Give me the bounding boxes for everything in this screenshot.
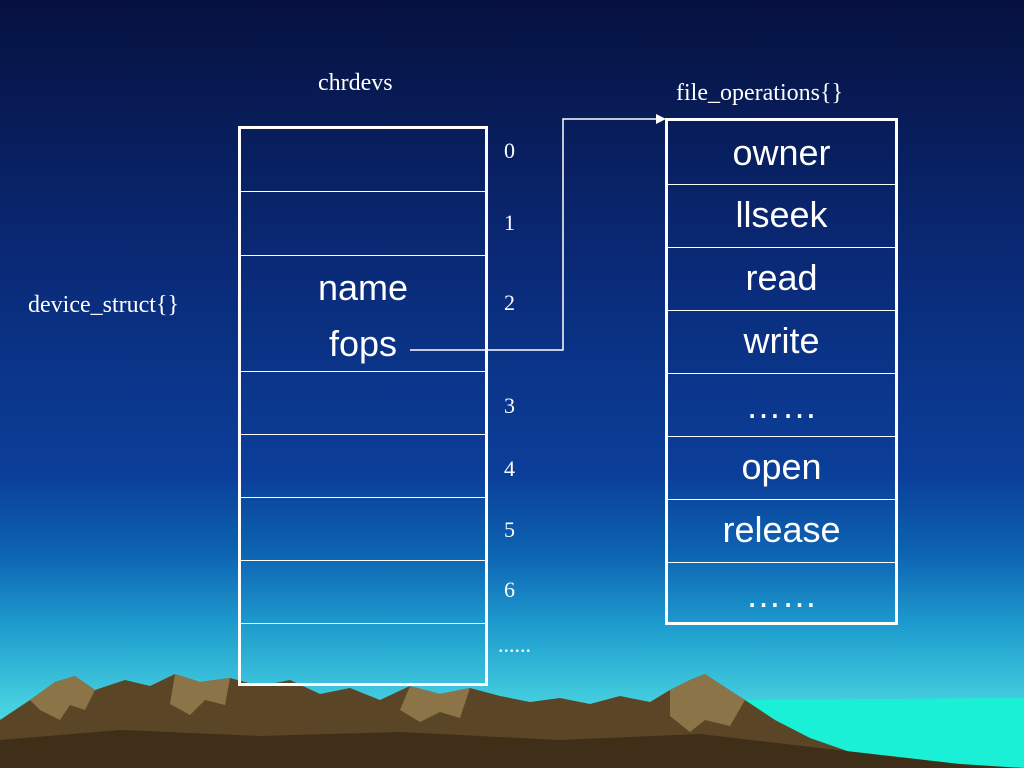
chrdevs-row-4 — [241, 435, 485, 498]
fops-row-write: write — [668, 311, 895, 374]
mountain-landscape — [0, 674, 1024, 768]
chrdevs-index-1: 1 — [504, 210, 515, 235]
chrdevs-row-0 — [241, 129, 485, 192]
mountain-highlights-2 — [170, 674, 230, 715]
mountain-highlights — [30, 676, 95, 720]
fops-field-open: open — [741, 446, 822, 487]
fops-row-ellipsis-2: …… — [668, 563, 895, 622]
chrdevs-table: name fops — [238, 126, 488, 686]
chrdevs-index-0: 0 — [504, 138, 515, 163]
chrdevs-row-7 — [241, 624, 485, 683]
fops-field-ellipsis-2: …… — [745, 574, 818, 615]
fops-field-read: read — [745, 257, 818, 298]
mountain-highlights-3 — [400, 686, 470, 722]
file-operations-title: file_operations{} — [676, 80, 843, 106]
fops-field-write: write — [743, 320, 820, 361]
chrdevs-row-3 — [241, 372, 485, 435]
fops-field-ellipsis-1: …… — [745, 385, 818, 426]
chrdevs-index-more: ...... — [498, 632, 531, 657]
fops-row-llseek: llseek — [668, 185, 895, 248]
file-operations-table: owner llseek read write …… open release … — [665, 118, 898, 625]
chrdevs-row-5 — [241, 498, 485, 561]
fops-row-release: release — [668, 500, 895, 563]
chrdevs-index-4: 4 — [504, 456, 515, 481]
fops-row-read: read — [668, 248, 895, 311]
chrdevs-row-1 — [241, 192, 485, 256]
device-name-field: name — [317, 267, 409, 308]
device-fops-field: fops — [328, 323, 398, 364]
fops-row-open: open — [668, 437, 895, 500]
fops-row-owner: owner — [668, 121, 895, 185]
chrdevs-row-2: name fops — [241, 256, 485, 372]
chrdevs-index-6: 6 — [504, 577, 515, 602]
device-struct-title: device_struct{} — [28, 292, 179, 318]
fops-field-release: release — [722, 509, 841, 550]
chrdevs-index-3: 3 — [504, 393, 515, 418]
chrdevs-index-2: 2 — [504, 290, 515, 315]
mountain-highlights-4 — [670, 674, 745, 732]
mountain-shadow — [0, 730, 1024, 768]
fops-field-owner: owner — [732, 132, 831, 173]
chrdevs-index-5: 5 — [504, 517, 515, 542]
chrdevs-row-6 — [241, 561, 485, 624]
chrdevs-title: chrdevs — [318, 70, 393, 96]
fops-row-ellipsis-1: …… — [668, 374, 895, 437]
fops-field-llseek: llseek — [735, 194, 828, 235]
